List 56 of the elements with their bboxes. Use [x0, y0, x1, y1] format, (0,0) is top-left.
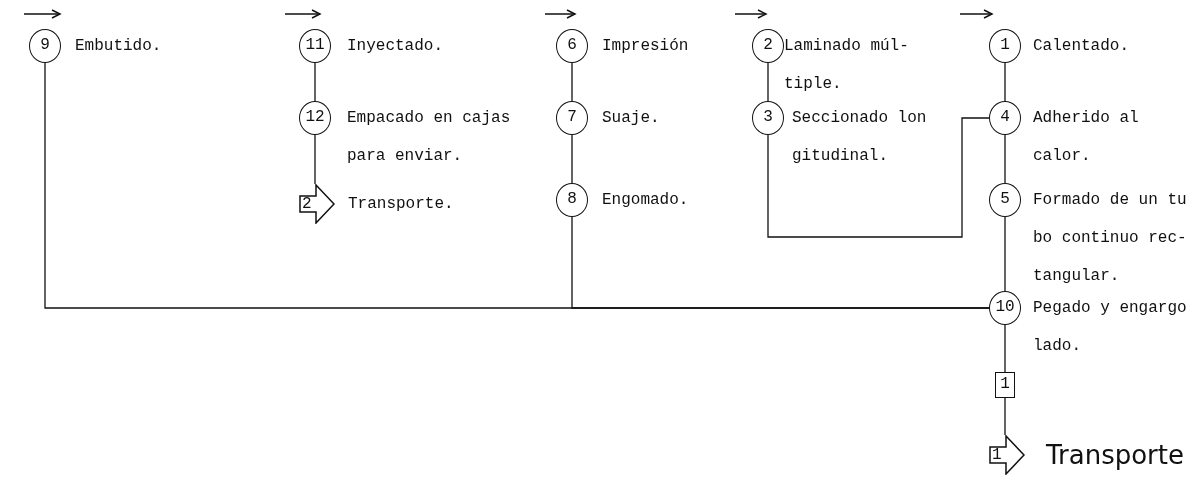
flow-line	[1004, 134, 1006, 184]
flow-line	[1004, 216, 1006, 292]
step-number: 2	[763, 36, 773, 54]
step-description: Empacado en cajas para enviar.	[347, 108, 512, 167]
step-number: 1	[1000, 375, 1010, 393]
flow-line	[571, 62, 573, 102]
operation-circle	[989, 29, 1021, 63]
operation-circle	[556, 29, 588, 63]
operation-circle	[299, 29, 331, 63]
step-description: Adherido al calor.	[1033, 108, 1140, 167]
step-description: Laminado múl- tiple.	[784, 36, 910, 95]
step-description: Calentado.	[1033, 36, 1130, 57]
step-description: Impresión	[602, 36, 690, 57]
operation-circle	[752, 29, 784, 63]
flow-line	[767, 117, 990, 238]
step-description: Pegado y engargo lado.	[1033, 298, 1188, 357]
operation-circle	[556, 183, 588, 217]
operation-circle	[299, 101, 331, 135]
step-description: Transporte	[1046, 439, 1185, 472]
step-number: 1	[1000, 36, 1010, 54]
step-description: Transporte.	[348, 194, 455, 215]
inspection-square	[995, 372, 1015, 398]
step-number: 4	[1000, 108, 1010, 126]
operation-circle	[752, 101, 784, 135]
flow-line	[314, 62, 316, 102]
step-number: 1	[992, 445, 1002, 465]
step-number: 7	[567, 108, 577, 126]
operation-circle	[989, 101, 1021, 135]
step-description: Formado de un tu bo continuo rec- tangular.	[1033, 190, 1188, 287]
step-description: Engomado.	[602, 190, 690, 211]
flow-line	[571, 134, 573, 184]
operation-circle	[29, 29, 61, 63]
step-number: 8	[567, 190, 577, 208]
step-number: 5	[1000, 190, 1010, 208]
step-number: 10	[995, 298, 1015, 316]
flow-line	[1004, 397, 1006, 436]
transport-arrow-symbol	[989, 435, 1025, 475]
operation-circle	[989, 183, 1021, 217]
flow-line	[1004, 324, 1006, 373]
flow-line	[314, 134, 316, 185]
step-description: Seccionado lon gitudinal.	[792, 108, 928, 167]
transport-arrow-symbol	[299, 184, 335, 224]
step-number: 9	[40, 36, 50, 54]
flow-line	[767, 62, 769, 102]
step-description: Embutido.	[75, 36, 163, 57]
step-number: 6	[567, 36, 577, 54]
step-number: 3	[763, 108, 773, 126]
step-number: 12	[305, 108, 325, 126]
step-number: 2	[302, 194, 312, 214]
flow-line	[571, 216, 990, 309]
step-description: Inyectado.	[347, 36, 444, 57]
step-description: Suaje.	[602, 108, 661, 129]
step-number: 11	[305, 36, 325, 54]
flow-line	[1004, 62, 1006, 102]
operation-circle	[556, 101, 588, 135]
operation-circle	[989, 291, 1021, 325]
